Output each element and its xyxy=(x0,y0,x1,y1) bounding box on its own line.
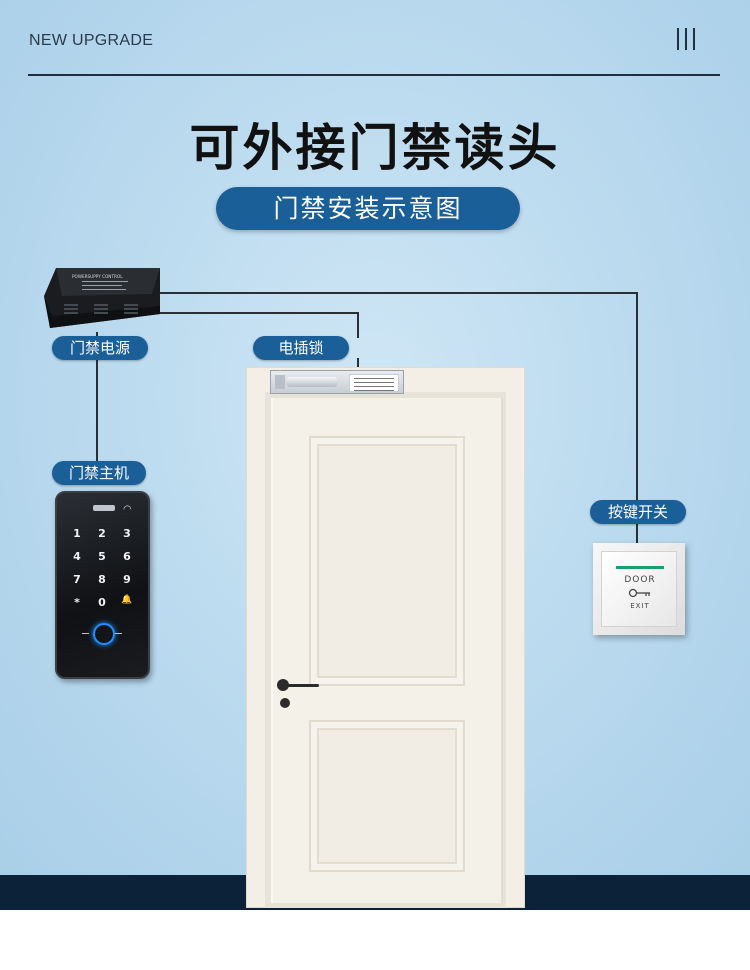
top-label: NEW UPGRADE xyxy=(29,32,153,50)
door-leaf xyxy=(271,398,503,903)
key-icon xyxy=(628,588,654,598)
power-supply-box: POWERSUPPY CONTROL xyxy=(42,266,162,332)
door-keyhole xyxy=(280,698,290,708)
tag-electric-lock: 电插锁 xyxy=(253,336,349,360)
exit-door-text: DOOR xyxy=(602,575,678,585)
bottom-margin xyxy=(0,910,750,970)
door-handle xyxy=(277,682,319,690)
bell-icon: 🔔 xyxy=(117,595,137,605)
tag-power-supply: 门禁电源 xyxy=(52,336,148,360)
key-7: 7 xyxy=(67,573,87,586)
key-4: 4 xyxy=(67,550,87,563)
key-0: 0 xyxy=(92,596,112,609)
tag-exit-button: 按键开关 xyxy=(590,500,686,524)
wire-psu-to-exit-horizontal xyxy=(160,292,638,294)
wire-psu-to-lock-horizontal xyxy=(160,312,359,314)
header-divider xyxy=(28,74,720,76)
subtitle-pill: 门禁安装示意图 xyxy=(216,187,520,230)
wire-lock-vertical xyxy=(357,312,359,338)
exit-button-panel: DOOR EXIT xyxy=(593,543,685,635)
wifi-icon: ◠ xyxy=(123,504,132,515)
tag-access-controller: 门禁主机 xyxy=(52,461,146,485)
access-control-keypad: ◠ 1 2 3 4 5 6 7 8 9 * 0 🔔 xyxy=(55,491,150,679)
key-2: 2 xyxy=(92,527,112,540)
fingerprint-sensor-icon xyxy=(86,623,120,645)
door-lower-panel xyxy=(309,720,465,872)
exit-indicator-strip xyxy=(616,566,664,569)
key-8: 8 xyxy=(92,573,112,586)
exit-label-text: EXIT xyxy=(602,602,678,610)
electric-bolt-lock xyxy=(270,370,404,394)
keypad-card-reader xyxy=(93,505,115,511)
key-6: 6 xyxy=(117,550,137,563)
page-title: 可外接门禁读头 xyxy=(0,108,750,180)
key-star: * xyxy=(67,596,87,609)
door-upper-panel xyxy=(309,436,465,686)
key-3: 3 xyxy=(117,527,137,540)
key-9: 9 xyxy=(117,573,137,586)
key-5: 5 xyxy=(92,550,112,563)
three-bars-icon xyxy=(676,28,696,50)
psu-panel-text: POWERSUPPY CONTROL xyxy=(72,274,123,279)
key-1: 1 xyxy=(67,527,87,540)
